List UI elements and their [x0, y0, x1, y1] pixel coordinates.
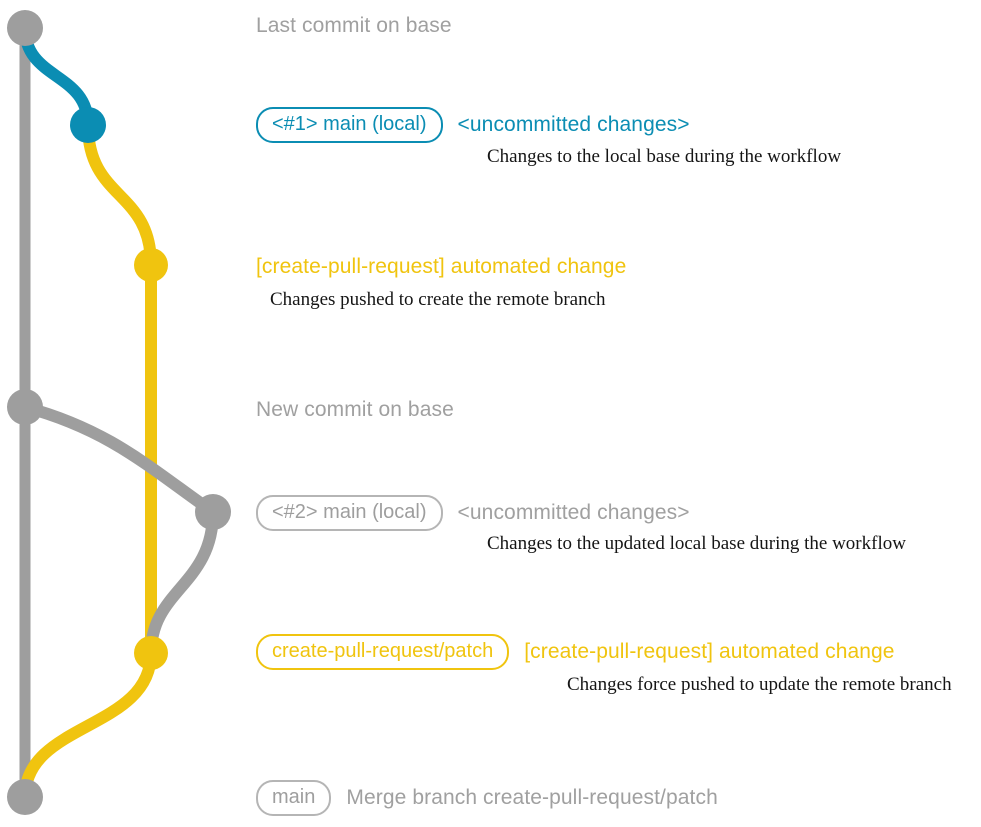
commit-node-local-1[interactable] — [70, 107, 106, 143]
row-patch-2: create-pull-request/patch [create-pull-r… — [256, 634, 895, 670]
merge-line — [19, 647, 157, 803]
patch-1-branch-line — [82, 119, 157, 271]
local-2-branch-line — [19, 401, 219, 518]
commit-node-patch-2[interactable] — [134, 636, 168, 670]
commit-description-local-2: Changes to the updated local base during… — [487, 533, 906, 554]
commit-subject-local-1: <uncommitted changes> — [457, 113, 690, 136]
commit-subject-local-2: <uncommitted changes> — [457, 501, 690, 524]
branch-pill-create-pull-request-patch[interactable]: create-pull-request/patch — [256, 634, 510, 670]
commit-description-local-1: Changes to the local base during the wor… — [487, 146, 842, 167]
branch-pill-local-2[interactable]: <#2> main (local) — [256, 495, 443, 531]
commit-node-merge[interactable] — [7, 779, 43, 815]
commit-subject-patch-1: [create-pull-request] automated change — [256, 255, 627, 278]
commit-node-patch-1[interactable] — [134, 248, 168, 282]
caption-new-commit-on-base: New commit on base — [256, 398, 454, 421]
local-2-to-patch-2-line — [145, 506, 219, 659]
commit-subject-merge: Merge branch create-pull-request/patch — [346, 786, 718, 809]
branch-pill-main[interactable]: main — [256, 780, 332, 816]
commit-node-base-last[interactable] — [7, 10, 43, 46]
row-merge: main Merge branch create-pull-request/pa… — [256, 780, 718, 816]
commit-subject-patch-2: [create-pull-request] automated change — [524, 640, 895, 663]
caption-last-commit-on-base: Last commit on base — [256, 14, 452, 37]
commit-description-patch-1: Changes pushed to create the remote bran… — [270, 289, 606, 310]
row-local-2: <#2> main (local) <uncommitted changes> — [256, 495, 690, 531]
row-local-1: <#1> main (local) <uncommitted changes> — [256, 107, 690, 143]
commit-node-local-2[interactable] — [195, 494, 231, 530]
branch-pill-local-1[interactable]: <#1> main (local) — [256, 107, 443, 143]
commit-description-patch-2: Changes force pushed to update the remot… — [567, 674, 952, 695]
commit-node-base-new[interactable] — [7, 389, 43, 425]
